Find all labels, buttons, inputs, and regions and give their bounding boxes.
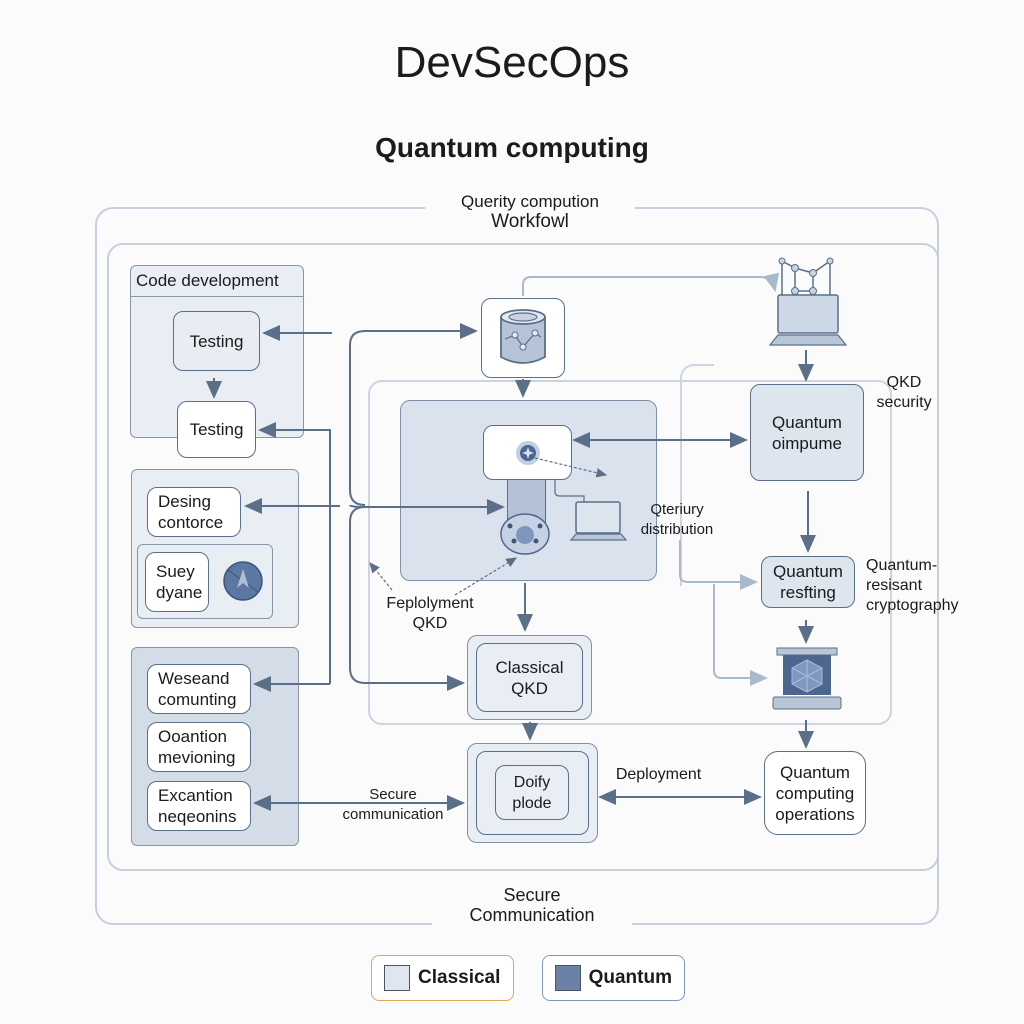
deployment-qkd-label: Feplolyment QKD — [386, 595, 474, 632]
deployment-label: Deployment — [615, 766, 702, 783]
quantum-hardware-icon — [771, 646, 843, 711]
code-development-title: Code development — [131, 266, 303, 297]
testing-box-1[interactable]: Testing — [173, 311, 260, 371]
compass-icon — [222, 560, 264, 602]
workflow-label: Querity compution Workfowl — [425, 192, 635, 232]
quantum-operations-box[interactable]: Quantum computing operations — [764, 751, 866, 835]
legend-classical-swatch — [384, 965, 410, 991]
qkd-security-label: QKD security — [876, 374, 932, 411]
quantum-testing-box[interactable]: Quantum resfting — [761, 556, 855, 608]
execution-box[interactable]: Excantion neqeonins — [147, 781, 251, 831]
survey-box[interactable]: Suey dyane — [145, 552, 209, 612]
workflow-label-line2: Workfowl — [491, 211, 569, 232]
legend-classical: Classical — [371, 955, 514, 1001]
legend-quantum: Quantum — [542, 955, 685, 1001]
classical-qkd-box[interactable]: Classical QKD — [476, 643, 583, 712]
laptop-icon — [569, 500, 628, 542]
quantum-resistant-label: Quantum- resisant cryptography — [866, 557, 959, 614]
qubit-sensor-icon — [500, 513, 550, 555]
workflow-label-line1: Querity compution — [461, 192, 599, 211]
database-icon — [500, 309, 546, 364]
database-box[interactable] — [481, 298, 565, 378]
quantum-compute-box[interactable]: Quantum oimpume — [750, 384, 864, 481]
design-box[interactable]: Desing contorce — [147, 487, 241, 537]
footer-line1: Secure — [503, 885, 561, 905]
legend-quantum-swatch — [555, 965, 581, 991]
qkd-distribution-label: Qteriury distribution — [640, 501, 714, 538]
deploy-node-box[interactable]: Doify plode — [495, 765, 569, 820]
page-subtitle: Quantum computing — [375, 132, 649, 163]
testing-box-2[interactable]: Testing — [177, 401, 256, 458]
footer-line2: Communication — [469, 905, 595, 925]
page-title: DevSecOps — [394, 38, 630, 87]
secure-communication-label: Secure communication — [342, 786, 444, 823]
qubit-card[interactable] — [483, 425, 572, 480]
quantum-laptop-icon — [768, 253, 848, 346]
center-right-frame — [680, 364, 714, 586]
secure-communication-footer: Secure Communication — [432, 885, 632, 925]
legend-quantum-label: Quantum — [588, 967, 672, 988]
research-computing-box[interactable]: Weseand comunting — [147, 664, 251, 714]
legend-classical-label: Classical — [418, 967, 501, 988]
operation-monitoring-box[interactable]: Ooantion mevioning — [147, 722, 251, 772]
inner-frame — [107, 243, 939, 871]
qubit-node-icon — [515, 440, 540, 465]
